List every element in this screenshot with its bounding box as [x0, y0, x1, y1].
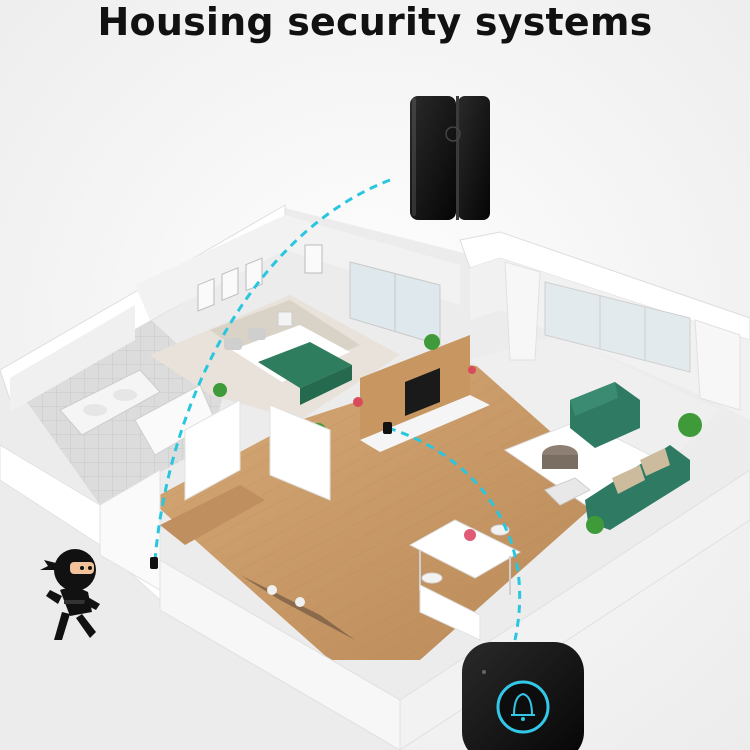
sink-1 [83, 404, 107, 416]
ottoman-side [542, 455, 578, 469]
back-walls [0, 204, 750, 420]
bath-divider [184, 399, 241, 501]
intruder-ninja-icon [40, 549, 100, 640]
bath-wall [10, 305, 135, 412]
plant-4 [424, 334, 440, 350]
plant-5 [213, 383, 227, 397]
bedroom-back-wall [135, 215, 460, 320]
pillow-1 [224, 338, 242, 350]
signal-line-right [387, 426, 522, 641]
tv-console [360, 395, 490, 452]
nightstand [277, 311, 293, 327]
door-window-sensor-icon [410, 96, 490, 220]
plant-2 [586, 516, 604, 534]
curtain-right [694, 319, 741, 411]
tv-wall [353, 335, 490, 452]
vanity [59, 369, 161, 436]
plant-1 [678, 413, 702, 437]
bedroom [210, 300, 360, 405]
counter-bar [419, 584, 481, 641]
entry-cabinet [160, 485, 265, 545]
bed-blanket-side [300, 365, 352, 405]
sofa-cushion-2 [612, 465, 645, 494]
living-room [213, 334, 702, 534]
dining-flowers [464, 529, 476, 541]
side-table [544, 477, 591, 506]
sensor-button [445, 126, 461, 142]
pillow-2 [248, 328, 266, 340]
living-window [544, 281, 691, 373]
tv-screen [405, 368, 440, 416]
sensor-body [410, 96, 456, 220]
frame-1 [197, 277, 215, 312]
bathroom [59, 369, 216, 456]
dining-area [408, 519, 522, 595]
curtain-left [504, 261, 541, 361]
flower-vase [353, 397, 363, 407]
frame-2 [221, 267, 239, 302]
door-sensor-mark [150, 557, 158, 569]
windows [349, 261, 741, 411]
page-title: Housing security systems [97, 0, 653, 44]
frame-4 [304, 244, 323, 274]
receiver-ring [496, 680, 550, 734]
front-wall [159, 559, 401, 750]
doorbell-receiver-icon [462, 642, 584, 750]
signal-line-left [153, 178, 391, 561]
sink-2 [113, 389, 137, 401]
bed-blanket [258, 342, 352, 388]
armchair-back [570, 382, 618, 416]
tv-sensor-mark [383, 422, 392, 434]
bell-icon [511, 692, 535, 721]
sofa-cushion-1 [640, 448, 670, 476]
wall-frames [197, 244, 323, 312]
sensor-magnet [458, 96, 490, 220]
signal-lines [150, 178, 522, 641]
kitchen [160, 485, 355, 640]
dining-table [408, 519, 522, 579]
flower-vase-2 [468, 366, 476, 374]
bedroom-divider [269, 404, 331, 501]
